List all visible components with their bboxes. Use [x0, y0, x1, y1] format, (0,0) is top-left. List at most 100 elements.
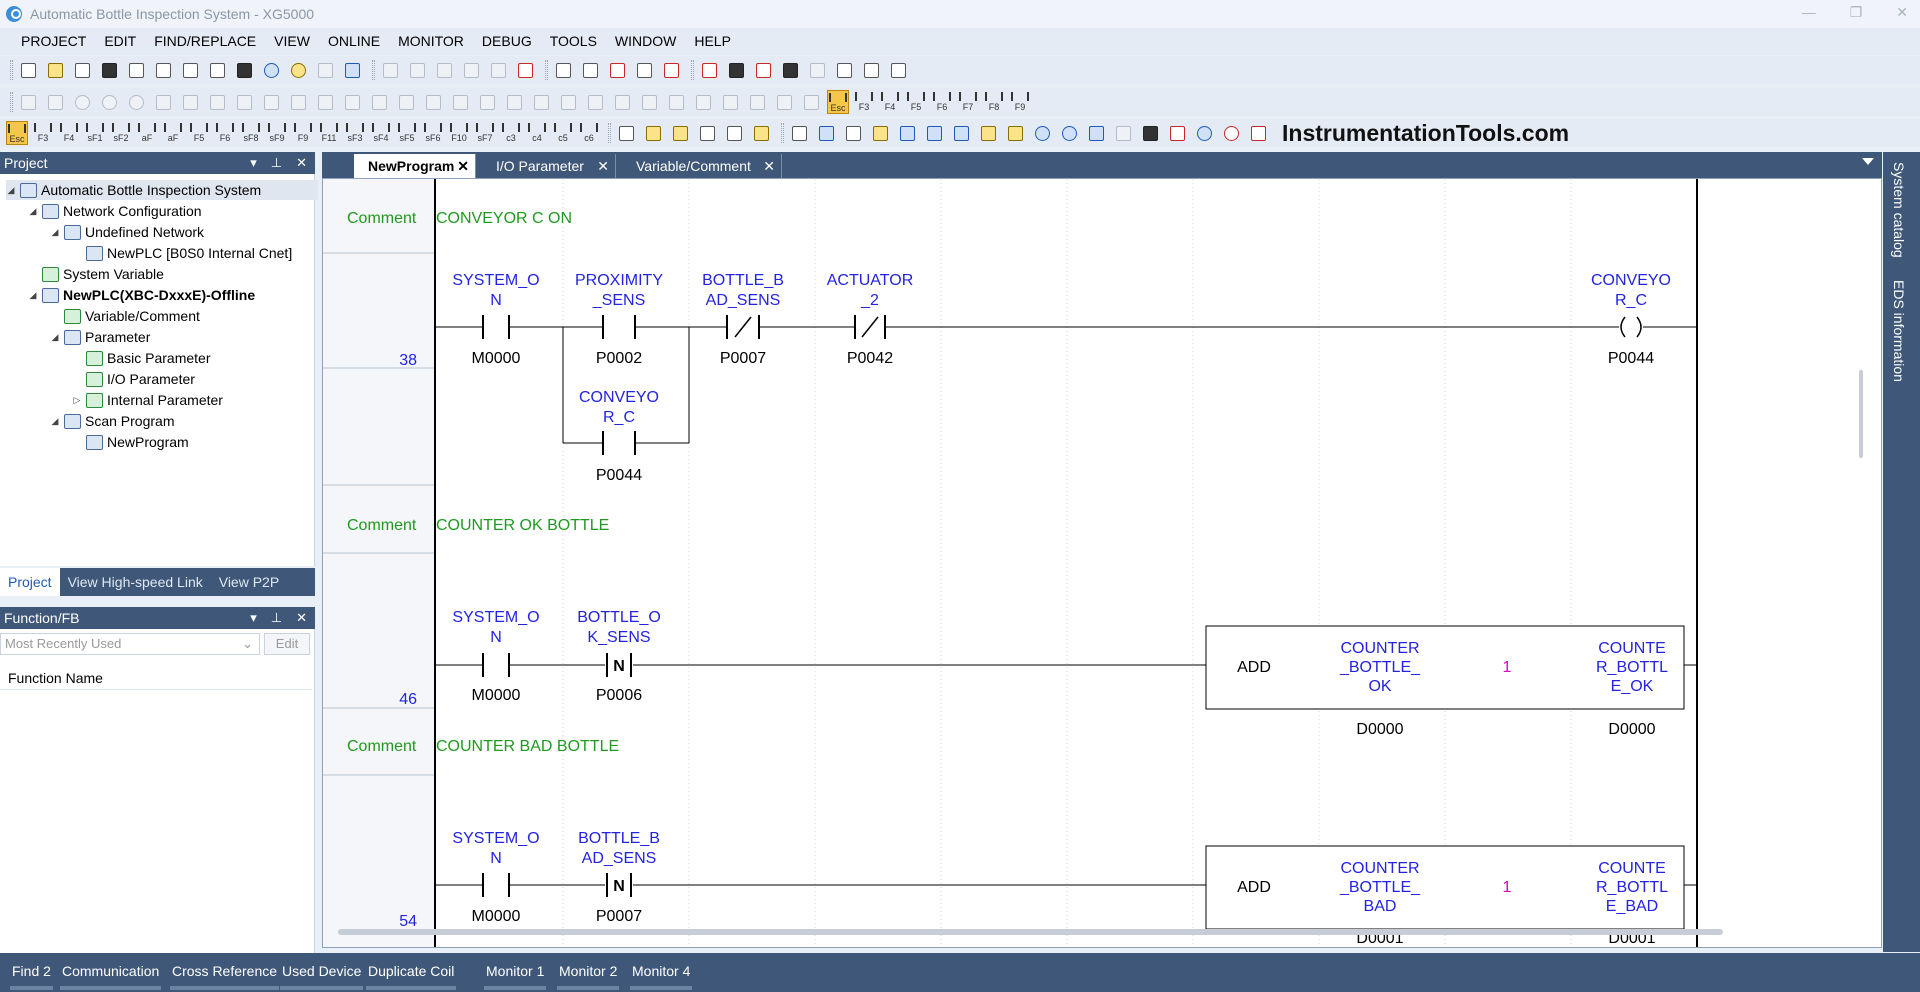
- debug-stop-icon[interactable]: [719, 91, 741, 113]
- toolbar-grip[interactable]: [545, 60, 548, 80]
- comment-text-1[interactable]: CONVEYOR C ON: [436, 210, 572, 227]
- cut-icon[interactable]: [433, 59, 455, 81]
- tab-close-icon[interactable]: ✕: [763, 158, 775, 174]
- view-network-icon[interactable]: [696, 122, 718, 144]
- comment-bubble-icon[interactable]: [287, 59, 309, 81]
- fkey-sf3[interactable]: sF3: [344, 121, 366, 145]
- collapse-icon[interactable]: ◢: [51, 226, 59, 237]
- menu-help[interactable]: HELP: [694, 33, 731, 49]
- replace-all-icon[interactable]: [779, 59, 801, 81]
- menu-online[interactable]: ONLINE: [327, 33, 381, 49]
- insert-line-icon[interactable]: [552, 59, 574, 81]
- debug-pause-icon[interactable]: [746, 91, 768, 113]
- fkey-c6[interactable]: c6: [578, 121, 600, 145]
- doc-image-icon[interactable]: [977, 122, 999, 144]
- tree-item-system-variable[interactable]: System Variable: [28, 264, 164, 284]
- toolbar-grip[interactable]: [781, 123, 784, 143]
- tree-item-basic-parameter[interactable]: Basic Parameter: [72, 348, 210, 368]
- view-il-icon[interactable]: [642, 122, 664, 144]
- fkey2-f7[interactable]: F7: [957, 90, 979, 114]
- tab-p2p[interactable]: View P2P: [218, 574, 280, 590]
- fkey-f10[interactable]: F10: [448, 121, 470, 145]
- coil-conveyor-c[interactable]: CONVEYO R_C P0044: [1591, 272, 1671, 367]
- toolbar-grip[interactable]: [608, 123, 611, 143]
- pause-icon[interactable]: [125, 91, 147, 113]
- tree-item-undefined-network[interactable]: ◢Undefined Network: [51, 224, 205, 240]
- plc-clock-icon[interactable]: [530, 91, 552, 113]
- fkey-f9[interactable]: F9: [292, 121, 314, 145]
- tab-used-device[interactable]: Used Device: [280, 958, 364, 990]
- comment-text-3[interactable]: COUNTER BAD BOTTLE: [436, 738, 619, 755]
- contact-system-on-54[interactable]: SYSTEM_O N M0000: [452, 830, 539, 925]
- contact-proximity-sens[interactable]: PROXIMITY _SENS P0002: [575, 272, 663, 367]
- rung-46[interactable]: SYSTEM_O N M0000 N BOTTLE_O K_SENS P0006…: [436, 609, 1697, 738]
- fkey-sf7[interactable]: sF7: [474, 121, 496, 145]
- fkey-c4[interactable]: c4: [526, 121, 548, 145]
- add-function-block-bad[interactable]: ADD COUNTER _BOTTLE_ BAD 1 COUNTE R_BOTT…: [1205, 845, 1685, 947]
- set-breakpoint-icon[interactable]: [584, 91, 606, 113]
- view-function-icon[interactable]: [750, 122, 772, 144]
- close-icon[interactable]: ✕: [1896, 4, 1908, 20]
- reference-icon[interactable]: [1166, 122, 1188, 144]
- doc-d-icon[interactable]: [869, 122, 891, 144]
- rung-54[interactable]: SYSTEM_O N M0000 N BOTTLE_B AD_SENS P000…: [436, 830, 1697, 947]
- tree-item-io-parameter[interactable]: I/O Parameter: [72, 369, 195, 389]
- forward-arrow-icon[interactable]: [887, 59, 909, 81]
- collapse-icon[interactable]: ◢: [7, 184, 15, 195]
- expand-icon[interactable]: ▷: [73, 394, 81, 405]
- collapse-icon[interactable]: ◢: [51, 415, 59, 426]
- tab-system-catalog[interactable]: System catalog: [1891, 162, 1907, 258]
- fkey-sf9[interactable]: sF9: [266, 121, 288, 145]
- fkey-af2[interactable]: aF: [162, 121, 184, 145]
- disconnect-icon[interactable]: [206, 59, 228, 81]
- comment-text-2[interactable]: COUNTER OK BOTTLE: [436, 517, 609, 534]
- doc-d4-icon[interactable]: [950, 122, 972, 144]
- pin-icon[interactable]: ⊥: [270, 155, 283, 170]
- fkey-sf8[interactable]: sF8: [240, 121, 262, 145]
- menu-view[interactable]: VIEW: [274, 33, 310, 49]
- collapse-icon[interactable]: ◢: [51, 331, 59, 342]
- restore-icon[interactable]: ❐: [1849, 4, 1863, 20]
- fkey2-f6[interactable]: F6: [931, 90, 953, 114]
- find-device-icon[interactable]: [806, 59, 828, 81]
- tab-monitor-4[interactable]: Monitor 4: [630, 958, 693, 990]
- fkey-f6[interactable]: F6: [214, 121, 236, 145]
- fkey-c5[interactable]: c5: [552, 121, 574, 145]
- fkey-sf1[interactable]: sF1: [84, 121, 106, 145]
- back-arrow-icon[interactable]: [860, 59, 882, 81]
- tree-item-variable-comment[interactable]: Variable/Comment: [50, 306, 200, 326]
- toolbar-grip[interactable]: [10, 92, 13, 112]
- online-change-icon[interactable]: [44, 91, 66, 113]
- debug-clear-icon[interactable]: [800, 91, 822, 113]
- function-filter-select[interactable]: Most Recently Used⌄: [0, 633, 260, 655]
- toolbar-grip[interactable]: [372, 60, 375, 80]
- device-monitor-icon[interactable]: [368, 91, 390, 113]
- step-over-icon[interactable]: [611, 91, 633, 113]
- tab-project[interactable]: Project: [0, 568, 60, 596]
- clear-icon[interactable]: [260, 91, 282, 113]
- open-folder-icon[interactable]: [44, 59, 66, 81]
- contact-bottle-ok-sens-neg[interactable]: N BOTTLE_O K_SENS P0006: [577, 609, 661, 704]
- system-monitor-icon[interactable]: [422, 91, 444, 113]
- goto-step-icon[interactable]: [833, 59, 855, 81]
- tab-cross-reference[interactable]: Cross Reference: [170, 958, 280, 990]
- tree-item-newplc-offline[interactable]: ◢NewPLC(XBC-DxxxE)-Offline: [29, 287, 256, 303]
- tree-item-scan-program[interactable]: ◢Scan Program: [51, 413, 175, 429]
- plc-error-icon[interactable]: [503, 91, 525, 113]
- matrix-icon[interactable]: [842, 122, 864, 144]
- fkey2-f4[interactable]: F4: [879, 90, 901, 114]
- reset-icon[interactable]: [233, 91, 255, 113]
- collapse-icon[interactable]: ◢: [29, 289, 37, 300]
- print-preview-icon[interactable]: [152, 59, 174, 81]
- write-plc-icon[interactable]: [179, 91, 201, 113]
- fkey-sf5[interactable]: sF5: [396, 121, 418, 145]
- tab-io-parameter[interactable]: I/O Parameter✕: [482, 154, 616, 178]
- contact-system-on-38[interactable]: SYSTEM_O N M0000: [452, 272, 539, 367]
- menu-find-replace[interactable]: FIND/REPLACE: [154, 33, 257, 49]
- function-name-column[interactable]: Function Name: [0, 666, 312, 690]
- step-out-icon[interactable]: [665, 91, 687, 113]
- view-device-icon[interactable]: [723, 122, 745, 144]
- sfc-icon[interactable]: [341, 59, 363, 81]
- tab-monitor-1[interactable]: Monitor 1: [484, 958, 547, 990]
- tree-item-internal-parameter[interactable]: ▷Internal Parameter: [73, 392, 223, 408]
